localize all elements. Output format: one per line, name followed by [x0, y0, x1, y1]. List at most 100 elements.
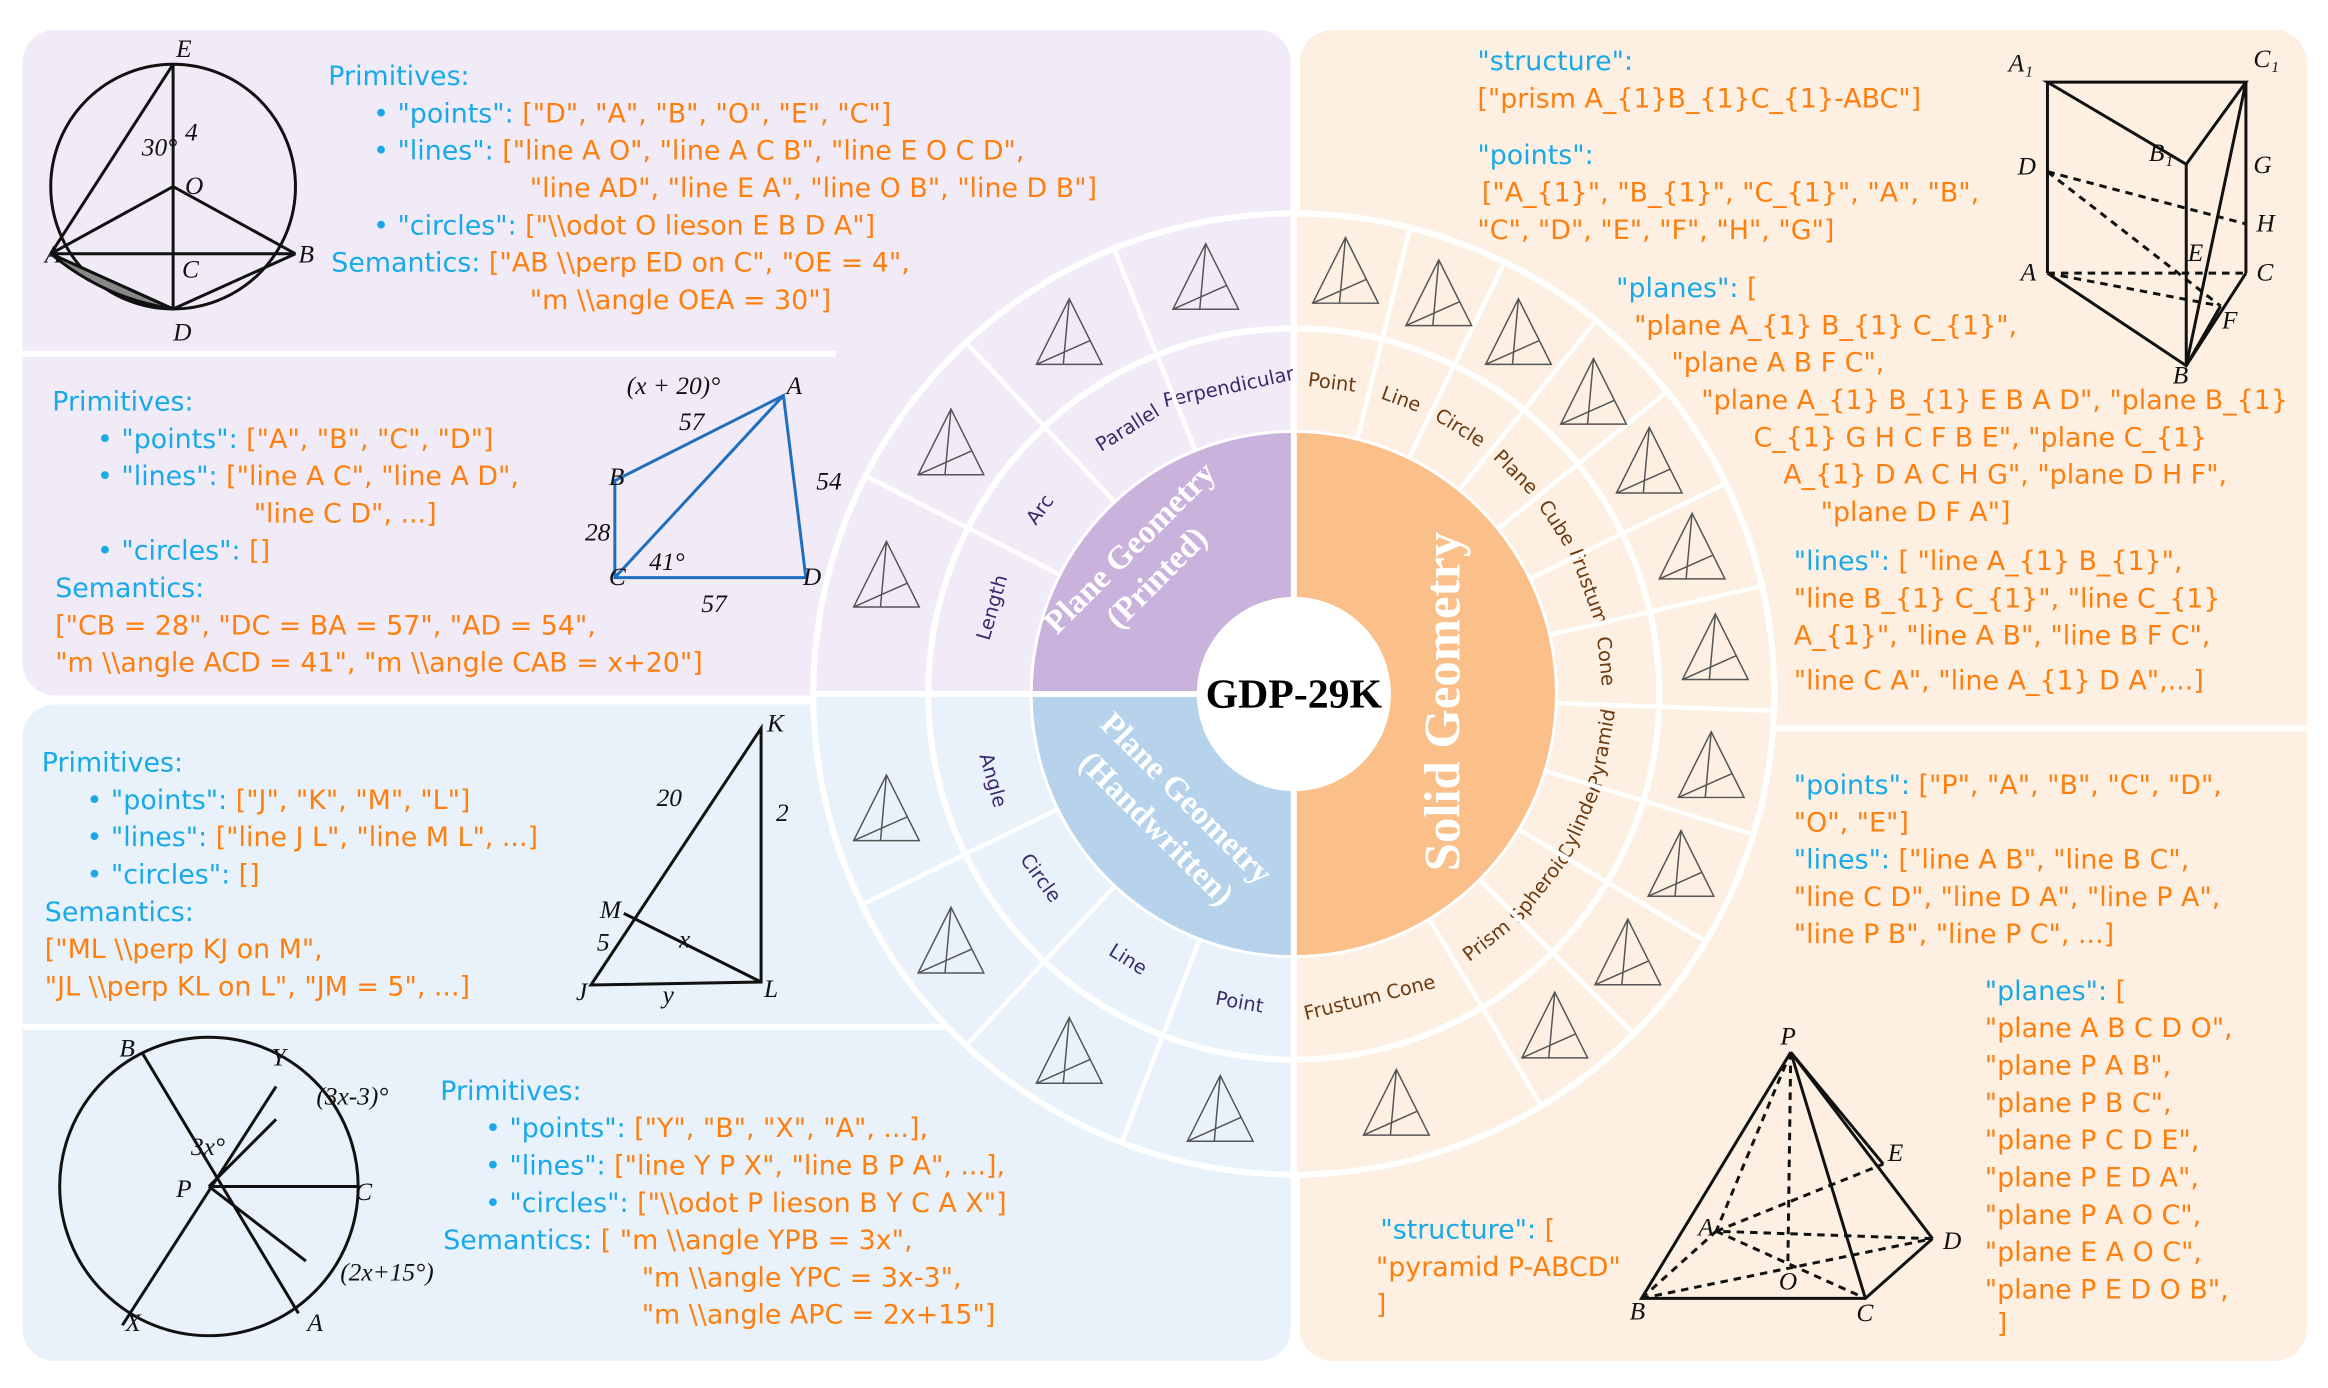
annotation-line: "plane A_{1} B_{1} E B A D", "plane B_{1…: [1701, 385, 2288, 416]
annotation-line: "plane D F A"]: [1821, 497, 2011, 528]
annotation-value: [ "line A_{1} B_{1}",: [1899, 546, 2183, 577]
annotation-key: Primitives:: [328, 61, 469, 92]
annotation-line: "plane P B C",: [1985, 1088, 2172, 1119]
point-label-prism: G: [2253, 151, 2271, 179]
annotation-value: A_{1} D A C H G", "plane D H F",: [1783, 460, 2227, 491]
annotation-line: "lines": ["line A B", "line B C",: [1794, 845, 2189, 876]
point-label-triangle-handwritten: L: [763, 975, 778, 1003]
point-label-circle-printed: 30°: [141, 133, 178, 161]
annotation-value: "plane P A O C",: [1985, 1200, 2201, 1231]
thumbnail-figure[interactable]: [852, 539, 921, 608]
divider: [1547, 583, 1763, 638]
annotation-line: "O", "E"]: [1794, 807, 1909, 838]
annotation-key: Primitives:: [440, 1076, 581, 1107]
core-label-solid: Solid Geometry: [1414, 532, 1470, 871]
annotation-value: ["line A C", "line A D",: [226, 461, 519, 492]
annotation-key: • "circles":: [97, 536, 249, 567]
figure-quadrilateral-printed: [613, 393, 808, 580]
annotation-value: ["line A B", "line B C",: [1899, 845, 2190, 876]
annotation-line: "pyramid P-ABCD": [1376, 1252, 1621, 1283]
thumbnail-figure[interactable]: [1171, 241, 1240, 311]
point-label-circle-handwritten: C: [355, 1178, 373, 1206]
annotation-value: [: [1747, 273, 1757, 304]
annotation-line: • "circles": ["\\odot O lieson E B D A"]: [373, 210, 875, 241]
thumbnail-figure[interactable]: [916, 905, 985, 974]
annotation-value: "line C D", ...]: [254, 498, 437, 529]
annotation-value: ["line Y P X", "line B P A", ...],: [614, 1151, 1005, 1182]
annotation-key: • "lines":: [373, 136, 502, 167]
annotation-line: "C", "D", "E", "F", "H", "G"]: [1477, 215, 1834, 246]
annotation-line: "m \\angle APC = 2x+15"]: [642, 1300, 996, 1331]
annotation-line: A_{1}", "line A B", "line B F C",: [1794, 621, 2211, 652]
thumbnail-figure[interactable]: [1035, 1015, 1104, 1085]
thumbnail-figure[interactable]: [1658, 511, 1727, 580]
divider: [1119, 937, 1203, 1144]
thumbnail-figure[interactable]: [1615, 425, 1684, 494]
divider: [860, 806, 1061, 907]
thumbnail-figure[interactable]: [1681, 612, 1750, 681]
thumbnail-figure[interactable]: [1362, 1067, 1431, 1136]
annotation-line: ["prism A_{1}B_{1}C_{1}-ABC"]: [1477, 84, 1921, 115]
point-label-circle-printed: D: [172, 318, 191, 346]
thumbnail-figure[interactable]: [1404, 258, 1473, 327]
annotation-line: "structure": [: [1380, 1215, 1555, 1246]
thumbnail-figure[interactable]: [1593, 917, 1662, 986]
annotation-key: "points":: [1477, 140, 1593, 171]
point-label-triangle-handwritten: 2: [776, 799, 789, 827]
thumbnail-figure[interactable]: [1520, 990, 1589, 1059]
point-label-quad-printed: 41°: [649, 548, 685, 576]
thumbnail-figure[interactable]: [1646, 828, 1716, 897]
annotation-line: "m \\angle YPC = 3x-3",: [642, 1262, 962, 1293]
divider: [1554, 700, 1775, 714]
annotation-value: "m \\angle OEA = 30"]: [530, 285, 831, 316]
point-label-prism: B₁: [2149, 139, 2173, 167]
category-label-solid[interactable]: Point: [1307, 368, 1358, 397]
annotation-value: "plane P E D O B",: [1985, 1274, 2229, 1305]
thumbnail-figure[interactable]: [1186, 1073, 1255, 1142]
thumbnail-figure[interactable]: [1677, 730, 1746, 799]
thumbnail-figure[interactable]: [1559, 356, 1628, 425]
thumbnail-figure[interactable]: [1484, 297, 1553, 366]
annotation-line: "planes": [: [1985, 976, 2126, 1007]
annotation-value: "plane D F A"]: [1821, 497, 2011, 528]
geometry-figures: [49, 62, 2249, 1338]
point-label-quad-printed: 57: [679, 408, 706, 436]
annotation-value: "plane P A B",: [1985, 1051, 2171, 1082]
annotation-value: ["\\odot P lieson B Y C A X"]: [637, 1188, 1006, 1219]
annotation-value: "O", "E"]: [1794, 807, 1909, 838]
annotation-value: [: [2116, 976, 2126, 1007]
category-label-solid[interactable]: Cone: [1592, 635, 1620, 687]
core-handwritten: [1032, 694, 1294, 956]
figure-triangle-handwritten: [588, 723, 763, 987]
divider: [1456, 319, 1598, 493]
annotation-value: "line B_{1} C_{1}", "line C_{1}: [1794, 583, 2221, 614]
point-label-quad-printed: D: [802, 563, 821, 591]
annotation-line: "points":: [1477, 140, 1593, 171]
thumbnail-figure[interactable]: [916, 407, 985, 476]
annotation-key: Semantics:: [443, 1225, 601, 1256]
annotation-value: []: [239, 860, 260, 891]
annotation-line: "line C A", "line A_{1} D A",...]: [1794, 666, 2204, 697]
annotation-value: ["\\odot O lieson E B D A"]: [525, 210, 875, 241]
thumbnail-figure[interactable]: [1035, 297, 1104, 366]
annotation-line: Semantics: ["AB \\perp ED on C", "OE = 4…: [331, 248, 909, 279]
point-label-triangle-handwritten: x: [678, 926, 691, 954]
annotation-line: • "lines": ["line A O", "line A C B", "l…: [373, 136, 1024, 167]
annotation-key: • "points":: [97, 424, 246, 455]
point-label-pyramid: A: [1696, 1214, 1714, 1242]
thumbnail-figure[interactable]: [1311, 235, 1380, 304]
divider: [1354, 227, 1413, 442]
annotation-block: Primitives:• "points": ["D", "A", "B", "…: [328, 61, 1097, 316]
center-title: GDP-29K: [1206, 671, 1383, 717]
annotation-line: "lines": [ "line A_{1} B_{1}",: [1794, 546, 2183, 577]
point-label-circle-printed: B: [298, 241, 314, 269]
annotation-value: ["P", "A", "B", "C", "D",: [1919, 770, 2222, 801]
annotation-line: • "points": ["A", "B", "C", "D"]: [97, 424, 493, 455]
thumbnail-figure[interactable]: [852, 773, 921, 842]
annotation-key: Semantics:: [55, 573, 204, 604]
annotation-line: "JL \\perp KL on L", "JM = 5", ...]: [45, 971, 470, 1002]
divider: [1516, 826, 1707, 944]
annotation-block: Primitives:• "points": ["J", "K", "M", "…: [42, 748, 538, 1003]
annotation-line: "m \\angle OEA = 30"]: [530, 285, 831, 316]
annotation-line: • "points": ["J", "K", "M", "L"]: [87, 785, 471, 816]
